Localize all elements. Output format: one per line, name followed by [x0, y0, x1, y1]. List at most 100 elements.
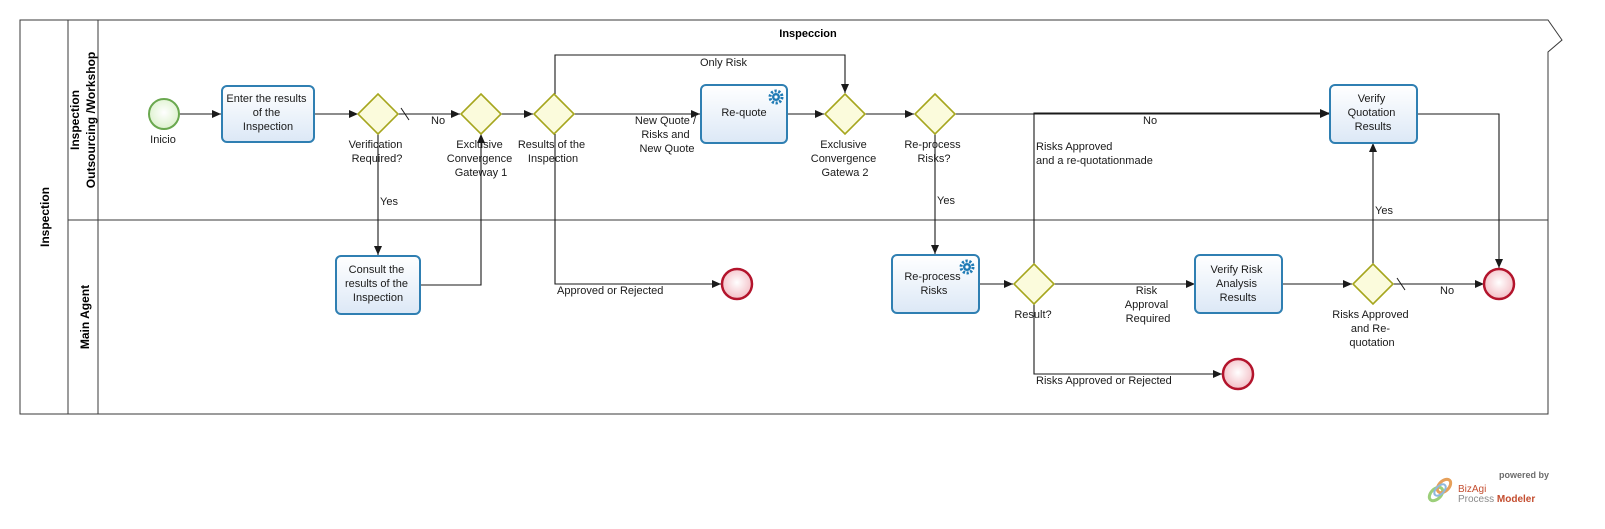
svg-text:Re-process Risks: Re-process Risks: [904, 271, 963, 297]
process-word: Process: [1458, 494, 1497, 505]
pool-name: Inspection: [38, 187, 52, 247]
flow-label-yes-3: Yes: [1375, 205, 1393, 217]
flow-result-approved-rejected: [1033, 304, 1222, 378]
task-verify-risk[interactable]: Verify Risk Analysis Results: [1194, 254, 1283, 314]
gateway-conv1-line3: Gateway 1: [455, 167, 508, 179]
lane-1-label-line2: Outsourcing /Workshop: [84, 52, 98, 188]
flow-label-no-2: No: [1143, 115, 1157, 127]
powered-by-label: powered by: [1498, 470, 1549, 480]
task-verify-quotation-line3: Results: [1355, 121, 1392, 133]
svg-text:Verify Risk Analysis: Verify Risk Analysis Results: [1210, 264, 1265, 304]
task-requote[interactable]: Re-quote: [700, 84, 788, 144]
flow-label-risks-approved-line2: and a re-quotationmade: [1036, 155, 1153, 167]
task-verify-quotation-line2: Quotation: [1348, 107, 1396, 119]
flow-label-risk-approval-line2: Approval: [1125, 299, 1168, 311]
end-event-risks-approved-rejected[interactable]: [1221, 357, 1255, 391]
service-gear-icon: [959, 259, 975, 275]
gateway-result-label: Result?: [1014, 309, 1051, 321]
gateway-conv2-line2: Convergence: [811, 153, 876, 165]
start-event-label: Inicio: [150, 134, 176, 146]
task-reprocess-risks[interactable]: Re-process Risks: [891, 254, 980, 314]
task-verify-risk-line3: Results: [1220, 292, 1257, 304]
default-flow-mark: [400, 107, 410, 121]
end-event-approved-rejected[interactable]: [720, 267, 754, 301]
svg-text:New Quote / Risks and: New Quote / Risks and New Quote: [635, 115, 699, 155]
default-flow-mark-2: [1396, 277, 1406, 291]
gateway-reprocess-line1: Re-process: [904, 139, 961, 151]
task-requote-label: Re-quote: [721, 107, 766, 119]
svg-text:Risks Approved and a re-qu: Risks Approved and a re-quotationmade: [1036, 141, 1153, 167]
gateway-exclusive-convergence-1[interactable]: [459, 92, 503, 136]
gateway-risks-approved-line1: Risks Approved: [1332, 309, 1408, 321]
svg-text:Exclusive Convergence: Exclusive Convergence Gateway 1: [447, 139, 516, 179]
gateway-results-line1: Results of the: [518, 139, 585, 151]
task-verify-risk-line1: Verify Risk: [1210, 264, 1262, 276]
bizagi-chain-icon: [1427, 477, 1453, 503]
gateway-verification-line1: Verification: [349, 139, 403, 151]
task-enter-results-line1: Enter the results: [226, 93, 307, 105]
flow-label-no-1: No: [431, 115, 445, 127]
svg-text:Results of the Inspection: Results of the Inspection: [518, 139, 588, 165]
flow-label-yes-1: Yes: [380, 196, 398, 208]
gateway-verification-line2: Required?: [352, 153, 403, 165]
task-verify-risk-line2: Analysis: [1216, 278, 1257, 290]
flow-consult-to-conv1: [420, 134, 485, 286]
task-consult-results[interactable]: Consult the results of the Inspection: [335, 255, 421, 315]
bizagi-wordmark: BizAgi: [1458, 484, 1487, 495]
flow-label-new-quote-line1: New Quote /: [635, 115, 697, 127]
gateway-conv2-line3: Gatewa 2: [821, 167, 868, 179]
service-gear-icon: [768, 89, 784, 105]
start-event[interactable]: [148, 98, 180, 130]
svg-text:Verification Required?: Verification Required?: [349, 139, 406, 165]
flow-label-risk-approval-line1: Risk: [1136, 285, 1158, 297]
svg-text:Verify Quotation R: Verify Quotation Results: [1348, 93, 1399, 133]
svg-text:Exclusive Convergence: Exclusive Convergence Gatewa 2: [811, 139, 880, 179]
lane-1-label-line1: Inspection: [68, 90, 82, 150]
svg-text:Consult the results of t: Consult the results of the Inspection: [345, 264, 411, 304]
gateway-reprocess-risks[interactable]: [913, 92, 957, 136]
flow-verifyquote-to-end: [1418, 113, 1503, 268]
gateway-result[interactable]: [1012, 262, 1056, 306]
flow-label-risk-approval-line3: Required: [1126, 313, 1171, 325]
sequence-flows: [179, 54, 1503, 378]
flow-label-new-quote-line3: New Quote: [639, 143, 694, 155]
gateway-risks-approved-requotation[interactable]: [1351, 262, 1395, 306]
end-event-final[interactable]: [1482, 267, 1516, 301]
gateway-conv1-line2: Convergence: [447, 153, 512, 165]
svg-text:Risks Approved and Re-: Risks Approved and Re- quotation: [1332, 309, 1412, 349]
gateway-results-line2: Inspection: [528, 153, 578, 165]
flow-results-only-risk: [554, 54, 849, 94]
gateway-conv1-line1: Exclusive: [456, 139, 502, 151]
svg-text:Enter the results of the: Enter the results of the Inspection: [226, 93, 309, 133]
svg-text:Re-process Risks?: Re-process Risks?: [904, 139, 963, 165]
gateway-risks-approved-line2: and Re-: [1351, 323, 1390, 335]
task-enter-results-line2: of the: [253, 107, 281, 119]
task-enter-results-line3: Inspection: [243, 121, 293, 133]
svg-text:Risk Approval Required: Risk Approval Required: [1125, 285, 1171, 325]
task-reprocess-line1: Re-process: [904, 271, 961, 283]
gateway-exclusive-convergence-2[interactable]: [823, 92, 867, 136]
pool: Inspection Inspeccion Inspection Outsour…: [19, 19, 1563, 415]
lane-2-label: Main Agent: [78, 285, 92, 349]
task-enter-results[interactable]: Enter the results of the Inspection: [221, 85, 315, 143]
task-consult-line2: results of the: [345, 278, 408, 290]
flow-label-risks-approved-line1: Risks Approved: [1036, 141, 1112, 153]
flow-label-risks-approved-or-rejected: Risks Approved or Rejected: [1036, 375, 1172, 387]
flow-label-approved-or-rejected: Approved or Rejected: [557, 285, 663, 297]
task-consult-line3: Inspection: [353, 292, 403, 304]
flow-label-new-quote-line2: Risks and: [641, 129, 689, 141]
bizagi-logo: BizAgi Process Modeler: [1422, 470, 1552, 510]
gateway-conv2-line1: Exclusive: [820, 139, 866, 151]
pool-title: Inspeccion: [779, 28, 837, 40]
task-verify-quotation[interactable]: Verify Quotation Results: [1329, 84, 1418, 144]
modeler-word: Modeler: [1496, 494, 1536, 505]
flow-label-no-3: No: [1440, 285, 1454, 297]
gateway-verification-required[interactable]: [356, 92, 400, 136]
gateway-results-of-inspection[interactable]: [532, 92, 576, 136]
flow-label-only-risk: Only Risk: [700, 57, 748, 69]
task-reprocess-line2: Risks: [921, 285, 948, 297]
task-verify-quotation-line1: Verify: [1358, 93, 1386, 105]
gateway-reprocess-line2: Risks?: [917, 153, 950, 165]
flow-results-approved: [554, 134, 721, 288]
